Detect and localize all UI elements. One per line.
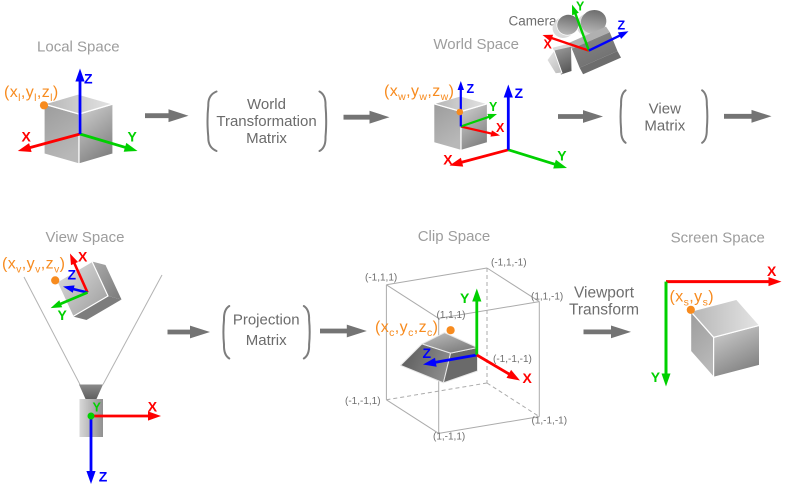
svg-text:View Space: View Space — [46, 229, 125, 246]
svg-text:Local Space: Local Space — [37, 38, 120, 55]
svg-text:Projection: Projection — [233, 312, 300, 329]
svg-text:(1,1,1): (1,1,1) — [437, 310, 466, 321]
svg-text:(xs,ys): (xs,ys) — [670, 289, 714, 309]
svg-text:Z: Z — [423, 345, 432, 361]
svg-text:World: World — [247, 96, 286, 113]
svg-text:(1,-1,1): (1,-1,1) — [433, 432, 465, 443]
svg-text:World Space: World Space — [433, 36, 519, 53]
svg-text:X: X — [496, 121, 505, 135]
svg-text:Y: Y — [128, 129, 138, 145]
svg-text:View: View — [649, 101, 681, 118]
svg-text:Z: Z — [515, 85, 524, 101]
svg-text:X: X — [523, 370, 533, 386]
svg-text:(-1,1,1): (-1,1,1) — [365, 273, 397, 284]
svg-text:(1,-1,-1): (1,-1,-1) — [532, 416, 568, 427]
svg-text:Matrix: Matrix — [246, 332, 287, 349]
svg-text:X: X — [148, 399, 158, 415]
svg-text:Y: Y — [93, 401, 102, 415]
svg-text:X: X — [544, 38, 553, 52]
svg-text:Z: Z — [84, 71, 93, 87]
svg-text:Y: Y — [58, 307, 68, 323]
svg-text:(-1,-1,-1): (-1,-1,-1) — [493, 354, 532, 365]
svg-text:X: X — [22, 129, 32, 145]
svg-text:Y: Y — [460, 290, 470, 306]
svg-text:Matrix: Matrix — [644, 117, 685, 134]
svg-text:Y: Y — [557, 148, 567, 164]
svg-text:Y: Y — [576, 0, 585, 14]
svg-text:Z: Z — [68, 267, 77, 283]
svg-text:Clip Space: Clip Space — [418, 228, 491, 245]
svg-text:Matrix: Matrix — [246, 130, 287, 147]
svg-text:X: X — [767, 263, 777, 279]
svg-text:(-1,1,-1): (-1,1,-1) — [491, 258, 527, 269]
svg-text:X: X — [443, 151, 453, 167]
svg-text:Transform: Transform — [569, 302, 639, 319]
svg-text:Z: Z — [618, 19, 626, 33]
svg-text:Y: Y — [489, 100, 498, 114]
svg-text:Screen Space: Screen Space — [671, 229, 765, 246]
svg-text:(1,1,-1): (1,1,-1) — [531, 291, 563, 302]
svg-text:(-1,-1,1): (-1,-1,1) — [345, 396, 381, 407]
svg-text:Z: Z — [467, 82, 475, 96]
svg-text:Camera: Camera — [508, 13, 557, 28]
svg-text:Transformation: Transformation — [216, 113, 316, 130]
svg-text:(xl,yl,zl): (xl,yl,zl) — [4, 84, 59, 104]
svg-text:Z: Z — [99, 468, 108, 484]
svg-text:X: X — [78, 249, 88, 265]
svg-text:Y: Y — [651, 369, 661, 385]
svg-text:Viewport: Viewport — [574, 285, 635, 302]
